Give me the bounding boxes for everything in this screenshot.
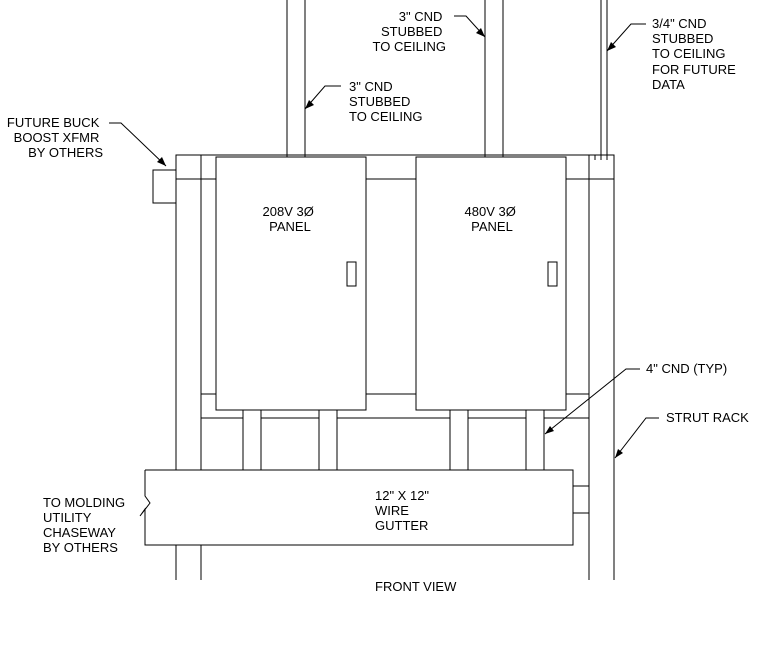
view-title: FRONT VIEW <box>375 579 457 594</box>
note-line: DATA <box>652 77 685 92</box>
panel-208v-latch <box>346 261 357 287</box>
note-cnd-top: 3" CND STUBBED TO CEILING <box>373 9 446 54</box>
panel-208v <box>215 156 367 411</box>
conduit-stub-480v <box>484 0 504 157</box>
buck-boost-transformer <box>152 169 177 204</box>
leader-cnd-left <box>304 85 341 110</box>
note-line: STRUT RACK <box>666 410 749 425</box>
note-line: STUBBED <box>652 31 713 46</box>
leader-cnd-data <box>606 23 646 52</box>
note-line: BY OTHERS <box>28 145 103 160</box>
note-line: 4" CND (TYP) <box>646 361 727 376</box>
panel-label-line: PANEL <box>269 219 311 234</box>
note-line: TO CEILING <box>373 39 446 54</box>
note-line: BOOST XFMR <box>14 130 100 145</box>
panel-label-line: 208V 3Ø <box>263 204 314 219</box>
gutter-label-line: 12" X 12" <box>375 488 429 503</box>
leader-strut <box>614 417 659 459</box>
leader-cnd-top <box>454 15 486 38</box>
note-cnd-typ: 4" CND (TYP) <box>646 361 727 376</box>
note-line: UTILITY <box>43 510 92 525</box>
note-line: TO CEILING <box>652 46 725 61</box>
panel-label-line: PANEL <box>471 219 513 234</box>
note-line: TO MOLDING <box>43 495 125 510</box>
panel-480v-label: 480V 3Ø PANEL <box>465 204 520 234</box>
panel-480v-latch <box>547 261 558 287</box>
note-line: FUTURE BUCK <box>7 115 100 130</box>
note-buck: FUTURE BUCK BOOST XFMR BY OTHERS <box>7 115 103 160</box>
conduit-stub-data <box>600 0 608 155</box>
panel-480v <box>415 156 567 411</box>
note-cnd-data: 3/4" CND STUBBED TO CEILING FOR FUTURE D… <box>652 16 739 92</box>
note-line: TO CEILING <box>349 109 422 124</box>
note-line: CHASEWAY <box>43 525 116 540</box>
note-line: 3" CND <box>399 9 443 24</box>
gutter-label-line: WIRE <box>375 503 409 518</box>
leader-cnd-typ <box>544 368 640 435</box>
note-strut-rack: STRUT RACK <box>666 410 749 425</box>
panel-label-line: 480V 3Ø <box>465 204 516 219</box>
note-line: 3/4" CND <box>652 16 706 31</box>
panel-208v-label: 208V 3Ø PANEL <box>263 204 318 234</box>
leader-buck <box>109 122 167 167</box>
wire-gutter <box>139 469 590 546</box>
note-line: FOR FUTURE <box>652 62 736 77</box>
note-cnd-left: 3" CND STUBBED TO CEILING <box>349 79 422 124</box>
conduits-4in <box>242 409 545 471</box>
conduit-stub-208v <box>286 0 306 157</box>
gutter-label-line: GUTTER <box>375 518 428 533</box>
note-line: STUBBED <box>381 24 442 39</box>
note-molding: TO MOLDING UTILITY CHASEWAY BY OTHERS <box>43 495 129 555</box>
note-line: STUBBED <box>349 94 410 109</box>
wire-gutter-label: 12" X 12" WIRE GUTTER <box>375 488 433 533</box>
note-line: 3" CND <box>349 79 393 94</box>
note-line: BY OTHERS <box>43 540 118 555</box>
